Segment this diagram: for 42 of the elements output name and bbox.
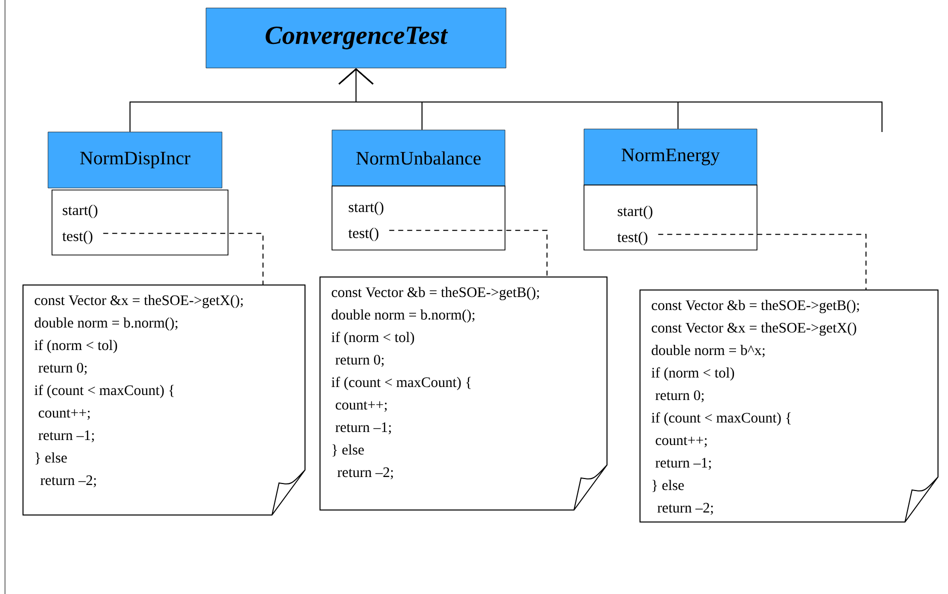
code-line: return 0; <box>38 362 87 375</box>
dashed-connector <box>388 230 548 278</box>
method-name: test() <box>62 230 92 244</box>
code-line: count++; <box>336 401 387 412</box>
class-name-box: NormDispIncr <box>48 132 222 188</box>
method-name: test() <box>617 232 648 246</box>
dashed-connector <box>102 232 264 286</box>
method-name: start() <box>62 204 98 218</box>
abstract-class-box: ConvergenceTest <box>206 8 506 68</box>
code-line: if (norm < tol) <box>332 332 414 346</box>
code-line: } else <box>332 444 364 456</box>
code-line: return –1; <box>656 458 711 470</box>
method-name: start() <box>618 206 652 220</box>
code-line: double norm = b.norm(); <box>332 309 474 323</box>
code-line: if (count < maxCount) { <box>652 412 791 426</box>
code-line: } else <box>36 452 67 464</box>
code-line: if (count < maxCount) { <box>332 376 471 390</box>
code-line: count++; <box>38 409 90 420</box>
class-name-box: NormUnbalance <box>332 130 506 186</box>
code-line: } else <box>652 480 684 492</box>
code-line: if (norm < tol) <box>652 367 734 381</box>
code-line: double norm = b^x; <box>652 344 765 358</box>
code-line: count++; <box>656 436 707 448</box>
code-line: const Vector &x = theSOE->getX() <box>652 322 856 336</box>
code-line: const Vector &b = theSOE->getB(); <box>652 300 859 314</box>
code-line: return –1; <box>38 430 94 442</box>
code-line: return –2; <box>658 502 713 515</box>
code-line: if (norm < tol) <box>34 340 118 354</box>
code-line: const Vector &b = theSOE->getB(); <box>332 286 539 300</box>
method-name: start() <box>348 202 384 216</box>
code-line: return –1; <box>336 422 391 434</box>
code-line: return –2; <box>40 475 96 488</box>
code-line: if (count < maxCount) { <box>34 384 174 398</box>
dashed-connector <box>658 234 866 290</box>
code-line: const Vector &x = theSOE->getX(); <box>34 294 243 308</box>
code-line: return –2; <box>338 467 393 480</box>
code-line: return 0; <box>336 354 384 367</box>
method-name: test() <box>348 228 378 242</box>
class-name-box: NormEnergy <box>584 128 758 186</box>
code-line: double norm = b.norm(); <box>34 317 178 331</box>
code-line: return 0; <box>656 390 704 402</box>
inheritance-arrow <box>338 68 882 132</box>
